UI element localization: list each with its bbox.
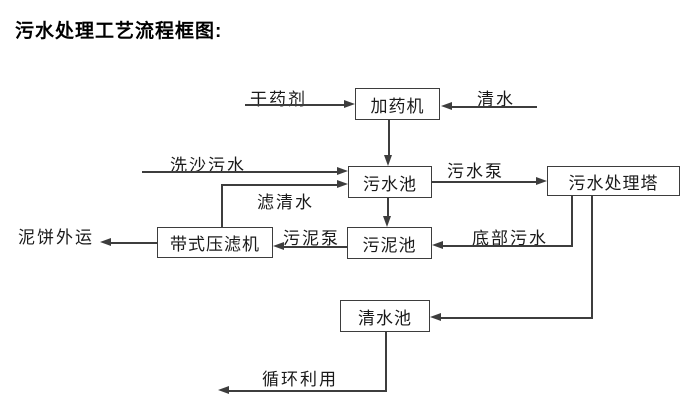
arrowhead-bottom-sewage-icon (432, 241, 443, 249)
label-sewage-pump: 污水泵 (447, 162, 504, 181)
edge-mud-cake-line (110, 242, 157, 244)
edge-recycle-line (228, 390, 387, 392)
node-treatment-tower: 污水处理塔 (547, 166, 680, 196)
label-mud-cake-out: 泥饼外运 (18, 228, 94, 247)
edge-bottom-sewage-line (442, 245, 573, 247)
arrowhead-sewage-to-sludge-icon (383, 216, 391, 227)
edge-sewage-pump-line (432, 181, 537, 183)
arrowhead-sewage-pump-icon (536, 177, 547, 185)
label-bottom-sewage: 底部污水 (472, 229, 548, 248)
edge-sand-washing-line (142, 171, 338, 173)
label-dry-agent: 干药剂 (250, 90, 307, 109)
arrowhead-sand-washing-icon (337, 167, 348, 175)
label-recycle: 循环利用 (262, 370, 338, 389)
arrowhead-clean-water-icon (441, 102, 452, 110)
node-sewage-pool: 污水池 (348, 166, 432, 198)
arrowhead-dry-agent-icon (344, 100, 355, 108)
edge-dosing-to-sewage-line (388, 120, 390, 157)
node-belt-filter-press: 带式压滤机 (157, 227, 273, 258)
edge-clean-water-line (450, 106, 537, 108)
page-title: 污水处理工艺流程框图: (15, 21, 223, 42)
arrowhead-mud-cake-icon (100, 238, 111, 246)
label-clean-water: 清水 (477, 90, 515, 109)
label-sand-washing-sewage: 洗沙污水 (170, 156, 246, 175)
label-sludge-pump: 污泥泵 (283, 229, 340, 248)
edge-tower-to-clean-line (440, 317, 593, 319)
edge-dry-agent-line (245, 104, 345, 106)
arrowhead-recycle-icon (218, 386, 229, 394)
arrowhead-filtered-water-icon (337, 180, 348, 188)
edge-bottom-sewage-vline (571, 195, 573, 246)
edge-recycle-vline (385, 332, 387, 391)
arrowhead-sludge-pump-icon (273, 242, 284, 250)
label-filtered-water: 滤清水 (257, 193, 314, 212)
arrowhead-tower-to-clean-icon (430, 313, 441, 321)
node-dosing-machine: 加药机 (355, 88, 440, 120)
edge-filtered-water-vline (221, 184, 223, 228)
edge-tower-to-clean-vline (591, 195, 593, 319)
edge-sewage-to-sludge-line (387, 198, 389, 217)
arrowhead-dosing-to-sewage-icon (384, 155, 392, 166)
node-clean-water-pool: 清水池 (340, 300, 430, 332)
edge-sludge-pump-line (283, 246, 347, 248)
edge-filtered-water-line (221, 184, 338, 186)
node-sludge-pool: 污泥池 (347, 227, 432, 259)
